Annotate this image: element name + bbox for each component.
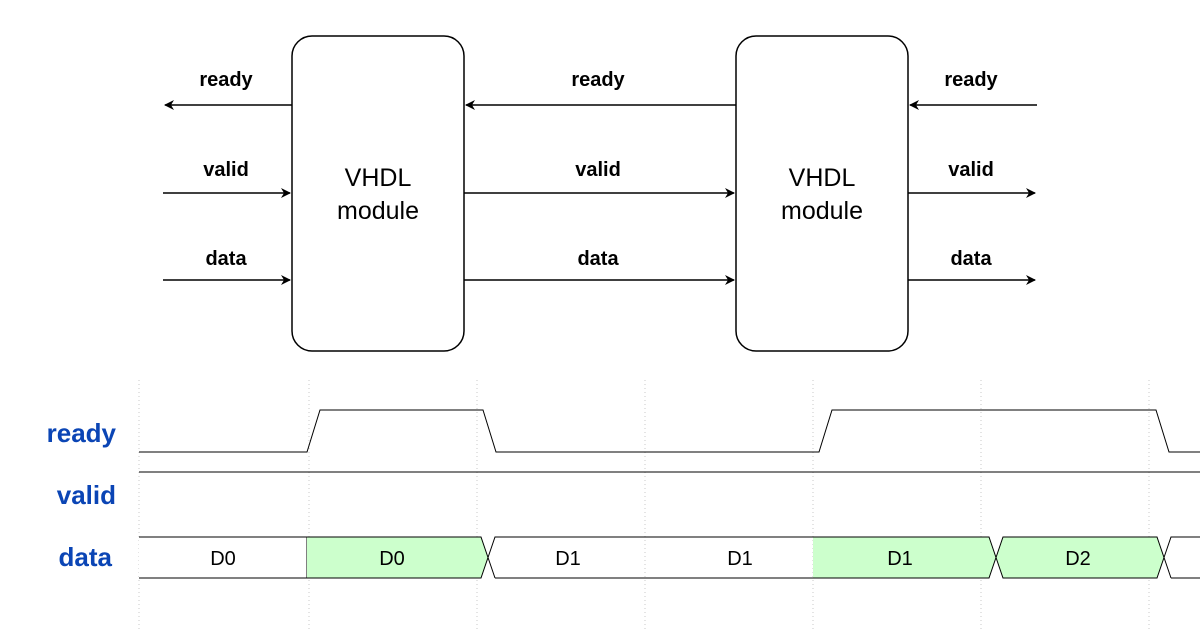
middle-data-label: data xyxy=(577,248,619,270)
left-ready-label: ready xyxy=(199,69,253,91)
wave-valid-name: valid xyxy=(57,480,116,510)
data-cell-3-label: D1 xyxy=(727,548,753,570)
module-2-label-line1: VHDL xyxy=(789,164,856,192)
left-data-label: data xyxy=(205,248,247,270)
middle-ready-label: ready xyxy=(571,69,625,91)
right-data-label: data xyxy=(950,248,992,270)
timing-diagram: ready valid data D0 D0 D1 D1 D1 D2 xyxy=(47,380,1200,630)
wave-ready-name: ready xyxy=(47,418,117,448)
left-valid-label: valid xyxy=(203,159,249,181)
right-valid-label: valid xyxy=(948,159,994,181)
data-cell-0-label: D0 xyxy=(210,548,236,570)
module-box-1 xyxy=(291,35,465,352)
module-1-label-line2: module xyxy=(337,197,419,225)
data-cell-6-shape xyxy=(1163,536,1200,579)
data-cell-1-shape xyxy=(307,537,488,578)
data-cell-5-label: D2 xyxy=(1065,548,1091,570)
data-cell-2-label: D1 xyxy=(555,548,581,570)
ready-waveform xyxy=(139,409,1200,453)
time-gridlines xyxy=(138,380,1150,630)
right-ready-label: ready xyxy=(944,69,998,91)
data-waveform: D0 D0 D1 D1 D1 D2 xyxy=(139,536,1200,579)
module-box-2 xyxy=(735,35,909,352)
wave-data-name: data xyxy=(59,542,113,572)
data-cell-4-label: D1 xyxy=(887,548,913,570)
data-cell-1-label: D0 xyxy=(379,548,405,570)
module-1-label-line1: VHDL xyxy=(345,164,412,192)
data-cell-2-shape xyxy=(487,536,813,579)
middle-valid-label: valid xyxy=(575,159,621,181)
data-cell-4-shape xyxy=(813,537,996,578)
module-2-label-line2: module xyxy=(781,197,863,225)
block-diagram: VHDL module VHDL module ready valid data… xyxy=(163,35,1037,352)
